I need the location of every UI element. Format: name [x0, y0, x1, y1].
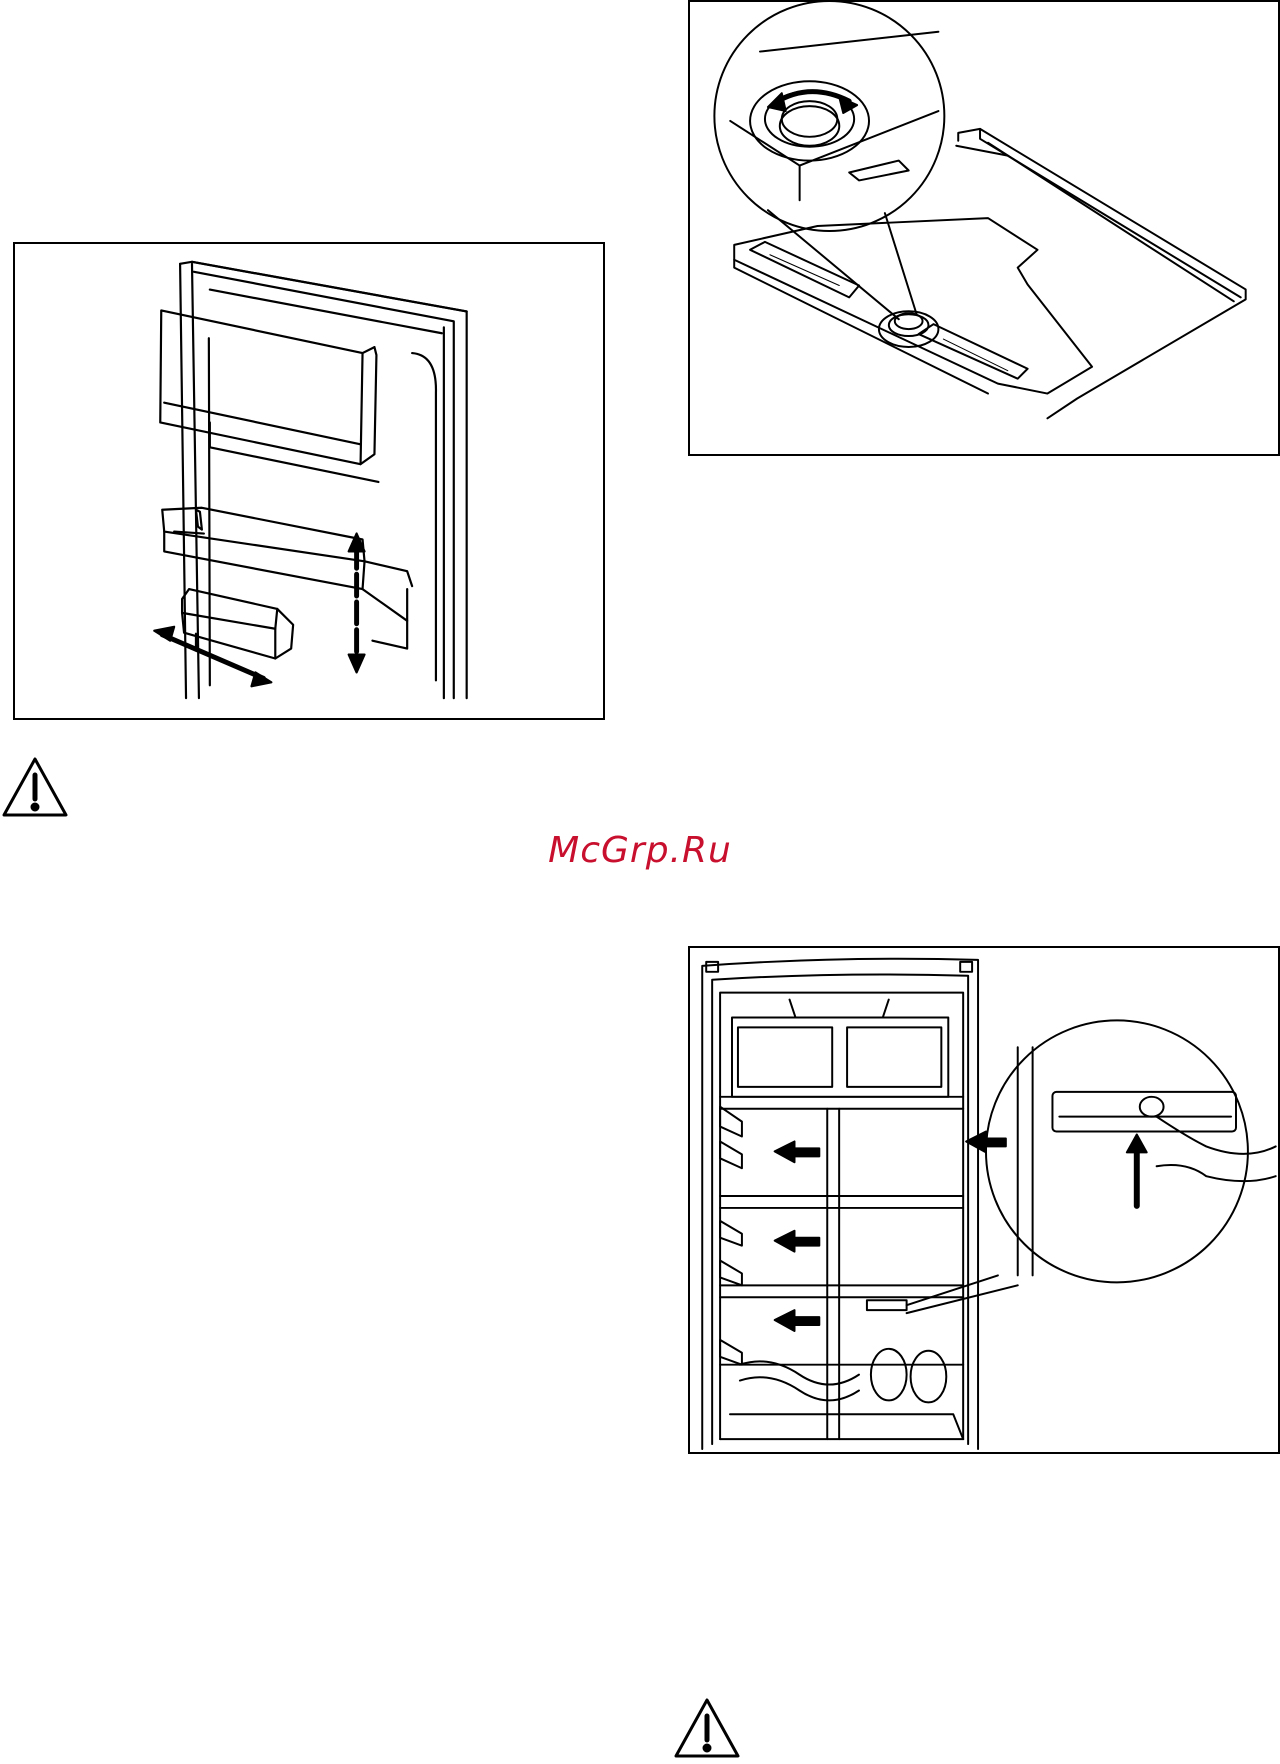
- warning-triangle-icon: [0, 755, 70, 819]
- watermark-text: McGrp.Ru: [0, 830, 1280, 871]
- warning-triangle-icon: [672, 1696, 742, 1760]
- fridge-interior-figure: [688, 946, 1280, 1454]
- cover-shelf-figure: [688, 0, 1280, 456]
- thermostat-knob-rotate-illustration: [690, 2, 1278, 454]
- door-shelves-figure: [13, 242, 605, 720]
- shelf-removal-illustration: [690, 948, 1278, 1452]
- door-bins-illustration: [15, 244, 603, 718]
